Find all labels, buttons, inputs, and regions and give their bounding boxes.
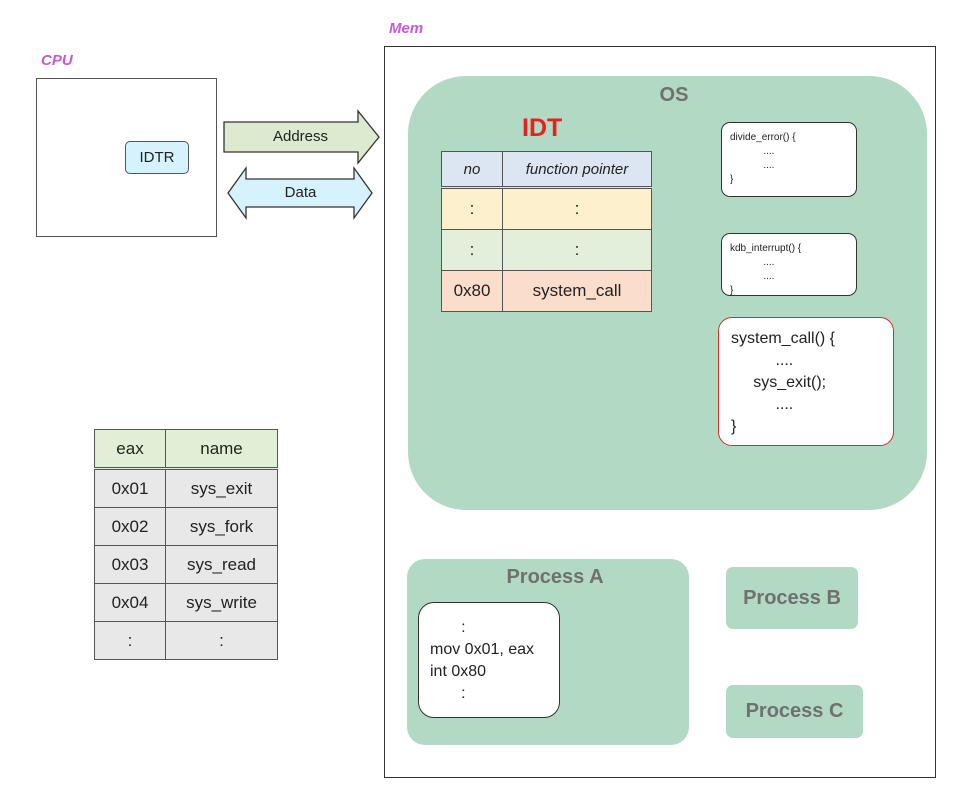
syscall-eax-cell: 0x03 [94,545,166,584]
idt-header-no: no [441,151,503,189]
syscall-table: eax name 0x01 sys_exit 0x02 sys_fork 0x0… [94,429,278,660]
idt-header-function-pointer: function pointer [502,151,652,189]
idt-row: 0x80 system_call [441,270,652,312]
syscall-eax-cell: 0x01 [94,468,166,508]
syscall-header-eax: eax [94,429,166,470]
cpu-label: CPU [41,52,73,69]
table-row: 0x03 sys_read [94,545,278,584]
idt-cell-no: 0x80 [441,270,503,312]
idt-table: no function pointer : : : : 0x80 system_… [441,151,652,312]
idt-title: IDT [522,114,563,142]
syscall-eax-cell: : [94,621,166,660]
syscall-header-name: name [165,429,278,470]
process-a-code: : mov 0x01, eax int 0x80 : [418,602,560,718]
table-row: 0x02 sys_fork [94,507,278,546]
syscall-eax-cell: 0x04 [94,583,166,622]
address-arrow [223,109,380,165]
idt-cell-no: : [441,229,503,271]
os-title: OS [659,84,689,106]
bus-arrows [223,109,380,221]
data-arrow [227,165,373,221]
kdb-interrupt-function: kdb_interrupt() { .... .... } [721,233,857,296]
syscall-name-cell: sys_write [165,583,278,622]
system-call-function: system_call() { .... sys_exit(); .... } [718,317,894,446]
mem-label: Mem [389,20,424,37]
address-label: Address [272,128,329,145]
syscall-eax-cell: 0x02 [94,507,166,546]
idt-cell-fp: system_call [502,270,652,312]
idt-row: : : [441,187,652,230]
process-a-title: Process A [506,565,604,588]
process-c: Process C [726,685,863,738]
idtr-register: IDTR [125,141,189,174]
syscall-name-cell: sys_fork [165,507,278,546]
data-label: Data [284,184,317,201]
table-row: 0x04 sys_write [94,583,278,622]
process-b: Process B [726,567,858,629]
idt-row: : : [441,229,652,271]
table-row: : : [94,621,278,660]
syscall-name-cell: sys_exit [165,468,278,508]
cpu-box: IDTR [36,78,217,237]
idt-cell-fp: : [502,229,652,271]
divide-error-function: divide_error() { .... .... } [721,122,857,197]
syscall-name-cell: : [165,621,278,660]
idt-cell-no: : [441,187,503,230]
idt-cell-fp: : [502,187,652,230]
table-row: 0x01 sys_exit [94,468,278,508]
syscall-name-cell: sys_read [165,545,278,584]
